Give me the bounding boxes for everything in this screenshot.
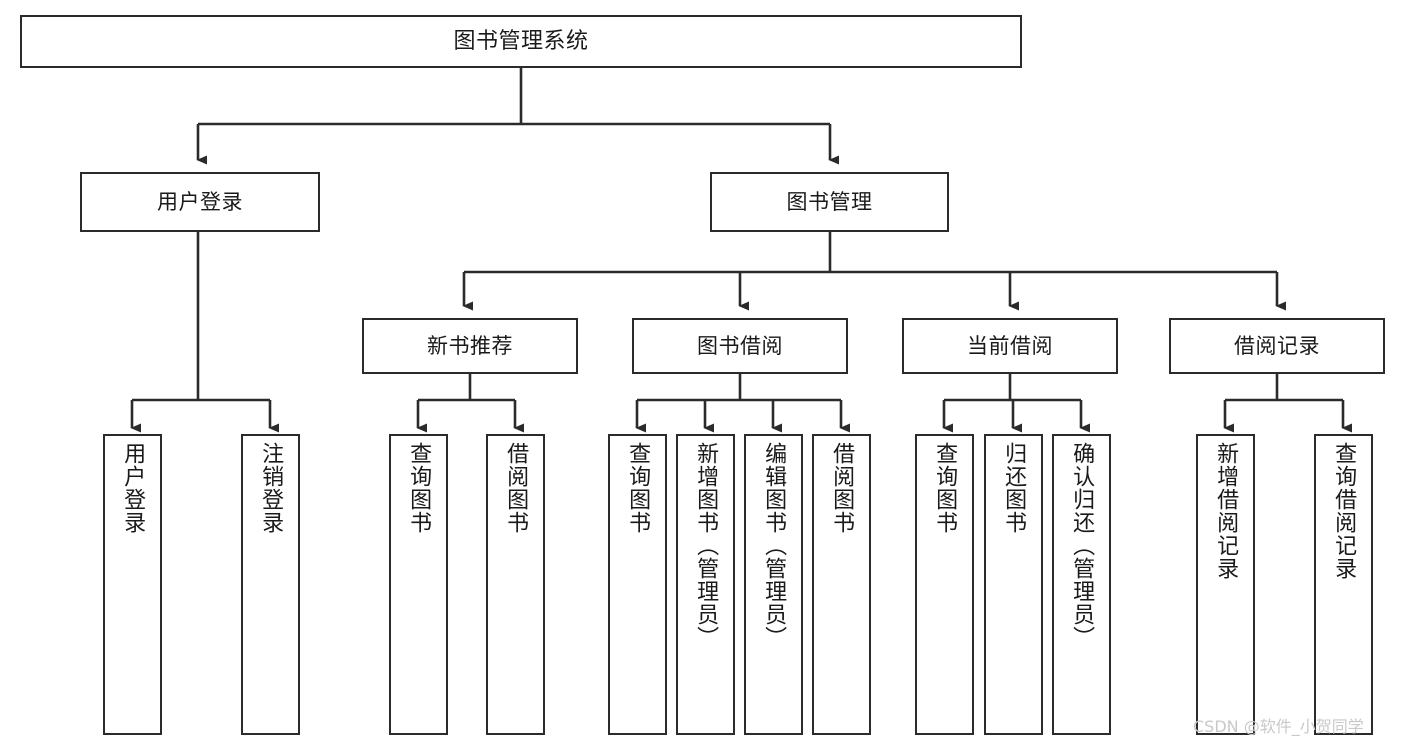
leaf-borrow-book[interactable]: 借阅图书 xyxy=(812,434,871,735)
node-label: 查询借阅记录 xyxy=(1331,442,1357,580)
leaf-confirm-return-admin[interactable]: 确认归还（管理员） xyxy=(1052,434,1111,735)
node-label: 借阅图书 xyxy=(503,442,529,534)
leaf-add-book-admin[interactable]: 新增图书（管理员） xyxy=(676,434,735,735)
node-label: 用户登录 xyxy=(157,189,243,214)
node-label: 编辑图书（管理员） xyxy=(761,442,787,649)
node-root-system[interactable]: 图书管理系统 xyxy=(20,15,1022,68)
node-new-book-recommend[interactable]: 新书推荐 xyxy=(362,318,578,374)
node-book-management[interactable]: 图书管理 xyxy=(710,172,949,232)
leaf-edit-book-admin[interactable]: 编辑图书（管理员） xyxy=(744,434,803,735)
node-label: 新书推荐 xyxy=(427,333,513,358)
node-label: 注销登录 xyxy=(258,442,284,534)
csdn-watermark: CSDN @软件_小贺同学 xyxy=(1193,717,1364,736)
node-label: 借阅图书 xyxy=(829,442,855,534)
node-label: 用户登录 xyxy=(120,442,146,534)
node-user-login[interactable]: 用户登录 xyxy=(80,172,320,232)
leaf-logout[interactable]: 注销登录 xyxy=(241,434,300,735)
node-borrow-records[interactable]: 借阅记录 xyxy=(1169,318,1385,374)
node-label: 图书管理系统 xyxy=(453,28,589,54)
node-label: 借阅记录 xyxy=(1234,333,1320,358)
leaf-user-login[interactable]: 用户登录 xyxy=(103,434,162,735)
node-label: 确认归还（管理员） xyxy=(1069,442,1095,649)
node-label: 当前借阅 xyxy=(967,333,1053,358)
leaf-search-book-borrow[interactable]: 查询图书 xyxy=(608,434,667,735)
node-label: 归还图书 xyxy=(1001,442,1027,534)
node-label: 新增图书（管理员） xyxy=(693,442,719,649)
leaf-search-book-current[interactable]: 查询图书 xyxy=(915,434,974,735)
node-label: 查询图书 xyxy=(625,442,651,534)
node-label: 查询图书 xyxy=(406,442,432,534)
node-label: 图书管理 xyxy=(786,189,873,214)
node-label: 图书借阅 xyxy=(697,333,783,358)
leaf-add-borrow-record[interactable]: 新增借阅记录 xyxy=(1196,434,1255,735)
leaf-return-book[interactable]: 归还图书 xyxy=(984,434,1043,735)
leaf-search-book-recommend[interactable]: 查询图书 xyxy=(389,434,448,735)
node-label: 新增借阅记录 xyxy=(1213,442,1239,580)
node-book-borrow[interactable]: 图书借阅 xyxy=(632,318,848,374)
leaf-borrow-book-recommend[interactable]: 借阅图书 xyxy=(486,434,545,735)
node-current-borrow[interactable]: 当前借阅 xyxy=(902,318,1118,374)
node-label: 查询图书 xyxy=(932,442,958,534)
leaf-search-borrow-record[interactable]: 查询借阅记录 xyxy=(1314,434,1373,735)
